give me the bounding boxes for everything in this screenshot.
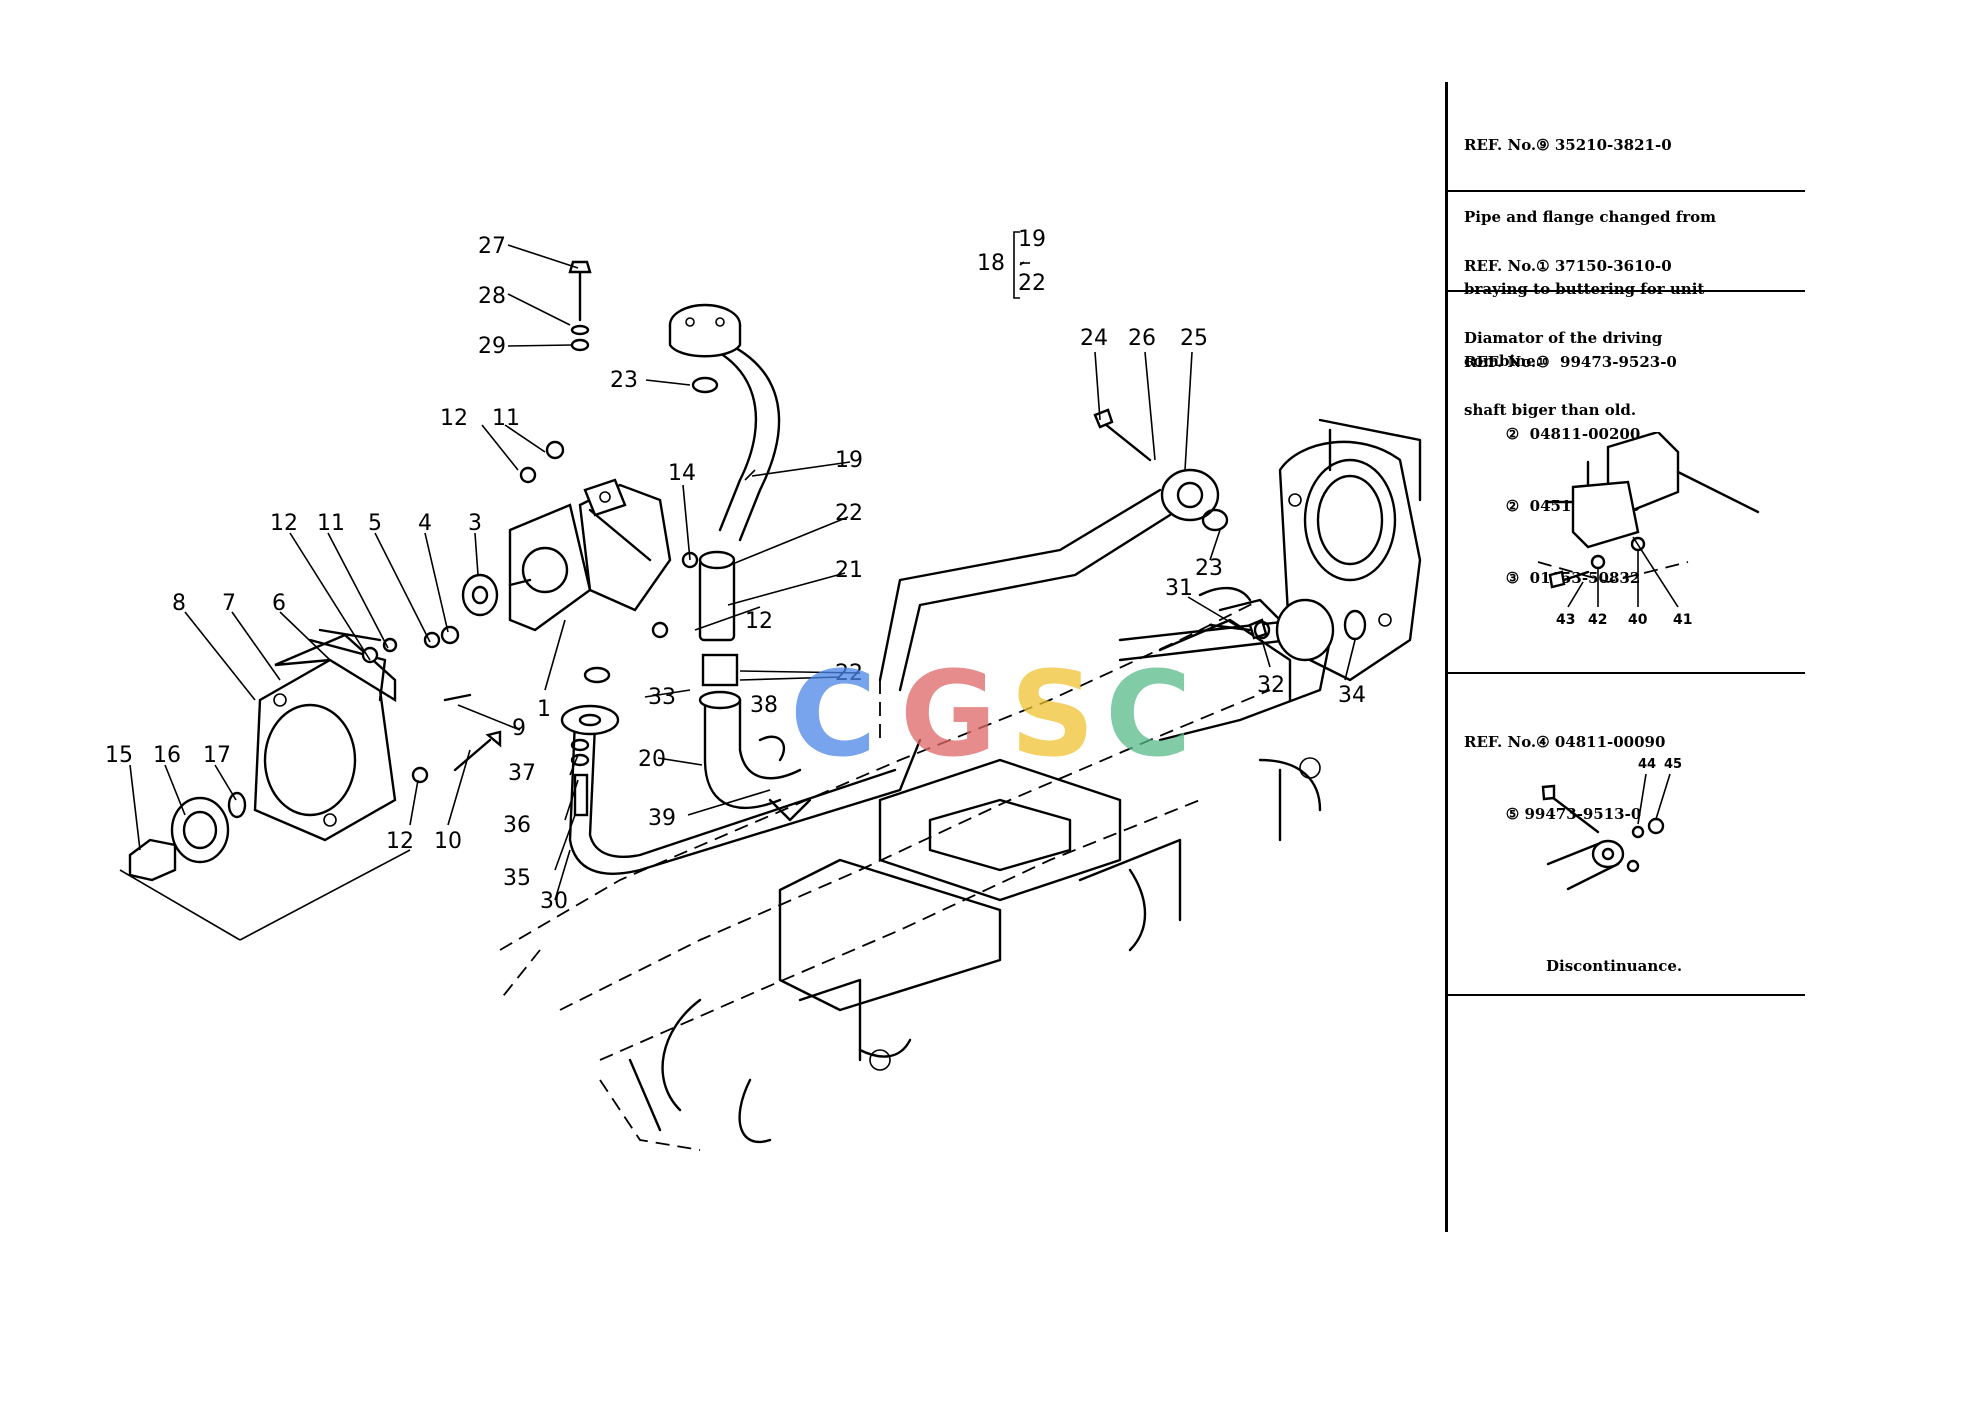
callout-38: 38 bbox=[750, 693, 778, 718]
callout-5: 5 bbox=[368, 511, 382, 536]
callout-11: 11 bbox=[492, 406, 520, 431]
leader-lines bbox=[129, 244, 1356, 901]
callout-10: 10 bbox=[434, 829, 462, 854]
callout-12: 12 bbox=[440, 406, 468, 431]
discontinuance-label: Discontinuance. bbox=[1546, 957, 1683, 975]
callout-22: 22 bbox=[835, 501, 863, 526]
callout-34: 34 bbox=[1338, 683, 1366, 708]
note-line: Pipe and flange changed from bbox=[1464, 208, 1716, 226]
callout-20: 20 bbox=[638, 747, 666, 772]
callout-11: 11 bbox=[317, 511, 345, 536]
callout-30: 30 bbox=[540, 889, 568, 914]
callout-16: 16 bbox=[153, 743, 181, 768]
flywheel-housing bbox=[1198, 418, 1422, 682]
note-line: ② 04811-00200 bbox=[1464, 425, 1641, 443]
inset-label-41: 41 bbox=[1673, 612, 1692, 628]
callout-12: 12 bbox=[745, 609, 773, 634]
callout-24: 24 bbox=[1080, 326, 1108, 351]
watermark-letter-c1: C bbox=[790, 645, 877, 783]
callout-22: 22 bbox=[1018, 271, 1046, 296]
callout-33: 33 bbox=[648, 685, 676, 710]
note-ref-4: REF. No.④ 04811-00090 ⑤ 99473-9513-0 44 … bbox=[1448, 674, 1805, 996]
callout-6: 6 bbox=[272, 591, 286, 616]
callout-29: 29 bbox=[478, 334, 506, 359]
callout-12: 12 bbox=[270, 511, 298, 536]
callout-19: 19 bbox=[1018, 227, 1046, 252]
callout-21: 21 bbox=[835, 558, 863, 583]
watermark-letter-c2: C bbox=[1105, 645, 1192, 783]
callout-7: 7 bbox=[222, 591, 236, 616]
callout-17: 17 bbox=[203, 743, 231, 768]
callout-26: 26 bbox=[1128, 326, 1156, 351]
callout-15: 15 bbox=[105, 743, 133, 768]
note-line: REF. No.④ 04811-00090 bbox=[1464, 733, 1666, 751]
note-line: combine. bbox=[1464, 352, 1541, 370]
callout-4: 4 bbox=[418, 511, 432, 536]
note-line: REF. No.① 37150-3610-0 bbox=[1464, 257, 1672, 275]
callout-1: 1 bbox=[537, 697, 551, 722]
note-line: REF. No.⑨ 35210-3821-0 bbox=[1464, 136, 1672, 154]
note-line: ⑤ 99473-9513-0 bbox=[1464, 805, 1642, 823]
callout-27: 27 bbox=[478, 234, 506, 259]
inset-drawing-bracket: 44 45 bbox=[1541, 757, 1682, 891]
callout-23: 23 bbox=[1195, 556, 1223, 581]
watermark-letter-g: G bbox=[900, 645, 997, 783]
inset-label-43: 43 bbox=[1556, 612, 1575, 628]
inset-label-45: 45 bbox=[1664, 757, 1682, 772]
hydraulic-pump bbox=[461, 478, 672, 632]
fasteners bbox=[361, 260, 1271, 822]
callout-9: 9 bbox=[512, 716, 526, 741]
inset-label-42: 42 bbox=[1588, 612, 1607, 628]
callout-39: 39 bbox=[648, 806, 676, 831]
note-ref-1: REF. No.① 37150-3610-0 Diamator of the d… bbox=[1448, 192, 1805, 419]
inset-label-44: 44 bbox=[1638, 757, 1656, 772]
callout-19: 19 bbox=[835, 448, 863, 473]
note-line: REF. No.⑩ 99473-9523-0 bbox=[1464, 353, 1677, 371]
callout-14: 14 bbox=[668, 461, 696, 486]
group-bracket-18 bbox=[1013, 231, 1025, 299]
callout-31: 31 bbox=[1165, 576, 1193, 601]
cooling-tube bbox=[878, 408, 1229, 740]
pipe-30 bbox=[560, 704, 922, 875]
callout-22: 22 bbox=[835, 661, 863, 686]
callout-labels: 27 28 29 23 12 11 12 11 5 4 3 8 7 6 15 1… bbox=[105, 227, 1366, 914]
callout-23: 23 bbox=[610, 368, 638, 393]
pipe-31-34 bbox=[1118, 598, 1367, 742]
callout-18: 18 bbox=[977, 251, 1005, 276]
callout-36: 36 bbox=[503, 813, 531, 838]
callout-32: 32 bbox=[1257, 673, 1285, 698]
watermark-letter-s: S bbox=[1010, 645, 1095, 783]
callout-35: 35 bbox=[503, 866, 531, 891]
note-ref-10: REF. No.⑩ 99473-9523-0 ② 04811-00200 ② 0… bbox=[1448, 292, 1805, 674]
engine-block-outline bbox=[499, 599, 1322, 1151]
pipe-19 bbox=[668, 303, 781, 542]
callout-28: 28 bbox=[478, 284, 506, 309]
inset-label-40: 40 bbox=[1628, 612, 1648, 628]
callout-8: 8 bbox=[172, 591, 186, 616]
front-cover-assembly bbox=[119, 628, 411, 941]
callout-25: 25 bbox=[1180, 326, 1208, 351]
note-line: shaft biger than old. bbox=[1464, 401, 1637, 419]
notes-divider bbox=[1445, 82, 1448, 1232]
note-line: Diamator of the driving bbox=[1464, 329, 1663, 347]
inset-drawing-oil-cover: 43 42 40 41 bbox=[1537, 432, 1760, 628]
callout-37: 37 bbox=[508, 761, 536, 786]
callout-3: 3 bbox=[468, 511, 482, 536]
note-ref-9: REF. No.⑨ 35210-3821-0 Pipe and flange c… bbox=[1448, 82, 1805, 370]
callout-12: 12 bbox=[386, 829, 414, 854]
note-line: braying to buttering for unit bbox=[1464, 280, 1705, 298]
